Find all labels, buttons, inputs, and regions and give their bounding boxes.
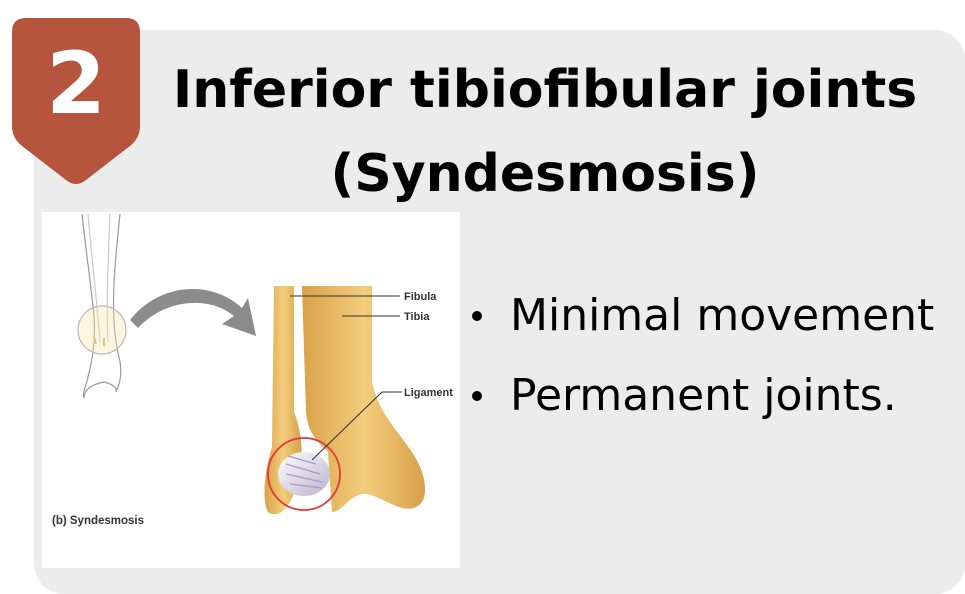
tibia-label: Tibia [404, 311, 430, 323]
bullet-item: Minimal movement [466, 276, 965, 356]
bullet-text: Minimal movement [510, 290, 934, 341]
ligament-fibers [278, 452, 330, 496]
diagram-caption: (b) Syndesmosis [52, 515, 144, 527]
bullet-item: Permanent joints. [466, 356, 965, 436]
bullet-dot-icon [472, 391, 482, 401]
fibula-label: Fibula [404, 291, 437, 303]
ligament-label: Ligament [404, 387, 453, 399]
zoom-circle [78, 306, 126, 354]
syndesmosis-illustration: Fibula Tibia Ligament (b) Syndesmosis [42, 212, 460, 568]
bullet-dot-icon [472, 311, 482, 321]
badge-number: 2 [12, 34, 140, 134]
bullet-list: Minimal movement Permanent joints. [466, 276, 965, 436]
bullet-text: Permanent joints. [510, 370, 897, 421]
ankle-diagram: Fibula Tibia Ligament (b) Syndesmosis [42, 212, 460, 568]
zoom-arrow-icon [130, 289, 256, 336]
step-badge: 2 [12, 18, 140, 186]
title-line-2: (Syndesmosis) [150, 132, 940, 216]
title-line-1: Inferior tibiofibular joints [150, 48, 940, 132]
slide-title: Inferior tibiofibular joints (Syndesmosi… [150, 48, 940, 216]
